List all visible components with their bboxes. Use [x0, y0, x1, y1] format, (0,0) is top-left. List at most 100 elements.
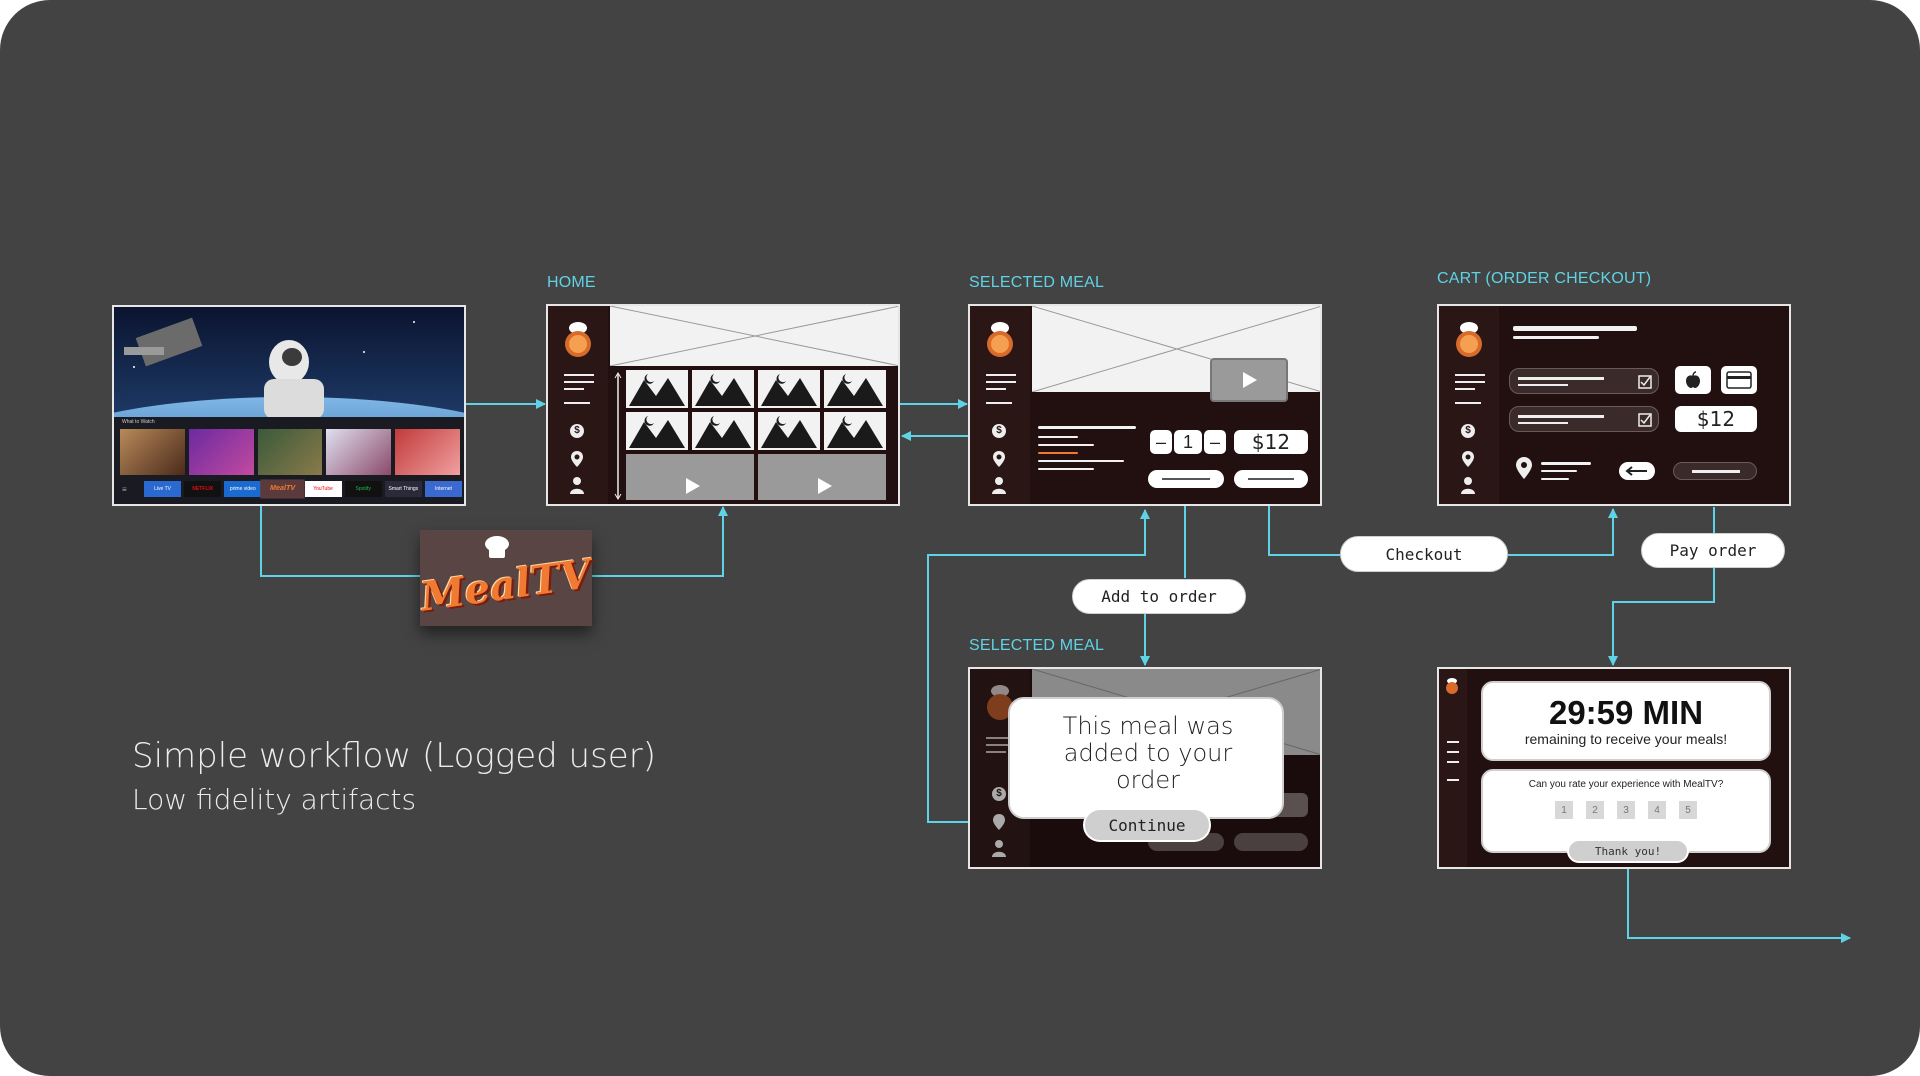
card-pay-button[interactable] — [1721, 366, 1757, 394]
video-thumbnail[interactable] — [758, 454, 886, 500]
divider — [564, 402, 590, 404]
meal-thumbnail[interactable] — [626, 370, 688, 408]
poster-2[interactable] — [188, 429, 254, 475]
poster-4[interactable] — [326, 429, 392, 475]
pay-order-label: Pay order — [1641, 533, 1785, 568]
order-status-screen: 29:59 MIN remaining to receive your meal… — [1437, 667, 1791, 869]
quantity-stepper[interactable]: – 1 – — [1150, 430, 1226, 454]
user-icon[interactable] — [992, 476, 1006, 494]
meal-thumbnail[interactable] — [824, 370, 886, 408]
increase-button[interactable]: – — [1204, 430, 1226, 454]
video-thumbnail[interactable] — [626, 454, 754, 500]
add-to-order-button[interactable] — [1148, 470, 1224, 488]
app-tile-mealtv[interactable]: MealTV — [260, 479, 306, 499]
thank-you-button[interactable]: Thank you! — [1567, 839, 1689, 863]
user-icon[interactable] — [570, 476, 584, 494]
poster-3[interactable] — [257, 429, 323, 475]
rating-option-4[interactable]: 4 — [1648, 801, 1666, 819]
dollar-icon[interactable]: $ — [992, 424, 1006, 438]
play-icon — [818, 478, 832, 494]
app-tile-netflix[interactable]: NETFLIX — [184, 481, 222, 497]
decrease-button[interactable]: – — [1150, 430, 1172, 454]
meal-thumbnail[interactable] — [824, 412, 886, 450]
cart-screen: $ — [1437, 304, 1791, 506]
home-wireframe-screen: $ — [546, 304, 900, 506]
cart-item-1[interactable] — [1509, 368, 1659, 394]
play-icon — [686, 478, 700, 494]
timer-subtitle: remaining to receive your meals! — [1524, 731, 1728, 747]
apple-pay-button[interactable] — [1675, 366, 1711, 394]
divider — [986, 402, 1012, 404]
meal-thumbnail[interactable] — [758, 370, 820, 408]
app-logo-icon — [565, 322, 591, 357]
dollar-icon: $ — [992, 787, 1006, 801]
cart-item-2[interactable] — [1509, 406, 1659, 432]
menu-icon[interactable] — [986, 374, 1016, 390]
menu-icon[interactable] — [1447, 741, 1459, 781]
app-logo-icon — [987, 685, 1013, 720]
app-tile-youtube[interactable]: YouTube — [304, 481, 342, 497]
dollar-icon[interactable]: $ — [1461, 424, 1475, 438]
mealtv-logo-card: MealTV — [418, 530, 594, 626]
added-to-order-modal: This meal was added to your order — [1008, 697, 1284, 819]
checkbox-checked-icon[interactable] — [1638, 413, 1652, 427]
location-pin-icon — [993, 814, 1005, 830]
continue-button[interactable]: Continue — [1083, 808, 1211, 842]
app-tile-live-tv[interactable]: Live TV — [144, 481, 182, 497]
menu-icon[interactable] — [564, 374, 594, 390]
arrow-pay-to-status — [1608, 568, 1715, 666]
delivery-location-icon[interactable] — [1515, 456, 1533, 480]
app-tile-row: Live TV NETFLIX prime video MealTV YouTu… — [144, 479, 462, 499]
cart-subheading — [1513, 336, 1599, 339]
location-pin-icon[interactable] — [570, 450, 584, 468]
pay-order-button[interactable] — [1673, 462, 1757, 480]
app-tile-spotify[interactable]: Spotify — [344, 481, 382, 497]
scroll-indicator[interactable] — [614, 372, 622, 502]
rating-option-2[interactable]: 2 — [1586, 801, 1604, 819]
credit-card-icon — [1726, 371, 1752, 389]
meal-thumbnail[interactable] — [692, 412, 754, 450]
menu-icon — [986, 737, 1016, 753]
location-pin-icon[interactable] — [1461, 450, 1475, 468]
quantity-value: 1 — [1174, 430, 1202, 454]
meal-sidebar: $ — [970, 306, 1030, 504]
section-label-cart: CART (ORDER CHECKOUT) — [1437, 270, 1652, 287]
back-button[interactable] — [1619, 462, 1655, 480]
meal-thumbnail-grid[interactable] — [626, 370, 892, 506]
meal-thumbnail[interactable] — [758, 412, 820, 450]
tv-menu-icon[interactable]: ≡ — [122, 485, 127, 494]
what-to-watch-label: What to Watch — [122, 419, 155, 425]
poster-5[interactable] — [395, 429, 460, 475]
rating-option-5[interactable]: 5 — [1679, 801, 1697, 819]
dimmed-button-2 — [1234, 833, 1308, 851]
app-logo-icon — [1446, 678, 1458, 694]
home-sidebar: $ — [548, 306, 608, 504]
app-tile-prime[interactable]: prime video — [224, 481, 262, 497]
section-label-selected-meal: SELECTED MEAL — [969, 274, 1105, 291]
app-tile-internet[interactable]: Internet — [424, 481, 462, 497]
chef-hat-icon — [485, 536, 509, 558]
location-pin-icon[interactable] — [992, 450, 1006, 468]
app-logo-icon — [987, 322, 1013, 357]
video-play-button[interactable] — [1210, 358, 1288, 402]
poster-row — [120, 429, 460, 475]
poster-1[interactable] — [120, 429, 185, 475]
timer-value: 29:59 MIN — [1548, 694, 1704, 731]
user-icon[interactable] — [1461, 476, 1475, 494]
app-tile-smartthings[interactable]: Smart Things — [384, 481, 422, 497]
meal-thumbnail[interactable] — [626, 412, 688, 450]
checkbox-checked-icon[interactable] — [1638, 375, 1652, 389]
checkout-button[interactable] — [1234, 470, 1308, 488]
workflow-title: Simple workflow (Logged user) — [132, 736, 656, 776]
arrow-left-icon — [1625, 466, 1647, 476]
rating-option-3[interactable]: 3 — [1617, 801, 1635, 819]
rating-option-1[interactable]: 1 — [1555, 801, 1573, 819]
timer-card: 29:59 MIN remaining to receive your meal… — [1481, 681, 1771, 761]
dollar-icon[interactable]: $ — [570, 424, 584, 438]
add-to-order-label: Add to order — [1072, 579, 1246, 614]
menu-icon[interactable] — [1455, 374, 1485, 390]
divider — [1455, 402, 1481, 404]
added-message: This meal was added to your order — [1062, 712, 1234, 794]
meal-thumbnail[interactable] — [692, 370, 754, 408]
